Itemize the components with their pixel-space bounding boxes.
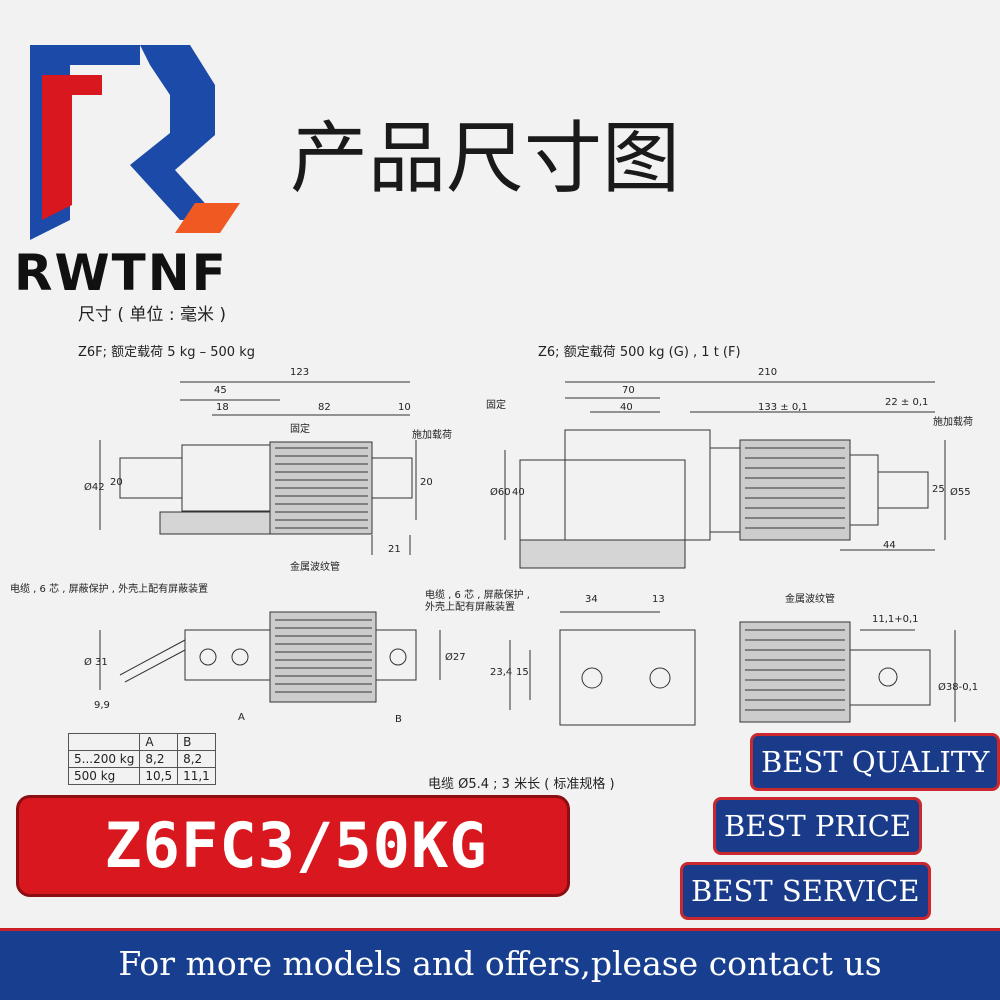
dim-210: 210 <box>758 367 777 378</box>
dim-23-4: 23,4 <box>490 667 512 678</box>
dim-70: 70 <box>622 385 635 396</box>
dim-10: 10 <box>398 402 411 413</box>
label-cable-right-2: 外壳上配有屏蔽装置 <box>425 600 515 613</box>
logo-orange-shape <box>175 203 240 233</box>
table-cell: 8,2 <box>139 750 179 768</box>
dim-d38: Ø38-0,1 <box>938 681 978 693</box>
dim-45: 45 <box>214 385 227 396</box>
dim-9-9: 9,9 <box>94 700 110 711</box>
badge-best-service: BEST SERVICE <box>680 862 931 920</box>
table-row: 500 kg 10,5 11,1 <box>67 767 216 785</box>
unit-label: 尺寸 ( 单位 : 毫米 ) <box>78 305 227 325</box>
label-apply-load-left: 施加载荷 <box>412 428 452 441</box>
table-row: 5...200 kg 8,2 8,2 <box>67 750 216 768</box>
dimension-drawing: Z6F; 额定载荷 5 kg – 500 kg 123 45 18 82 10 … <box>10 345 978 792</box>
dim-d60: Ø60 <box>490 486 511 498</box>
model-name: Z6FC3/50KG <box>104 809 488 882</box>
label-bellows-right: 金属波纹管 <box>785 592 835 605</box>
dim-20b: 20 <box>420 477 433 488</box>
table-cell: 11,1 <box>177 767 216 785</box>
dim-d27: Ø27 <box>445 651 466 663</box>
table-cell <box>67 733 141 751</box>
dim-15: 15 <box>516 667 529 678</box>
dimension-table: A B 5...200 kg 8,2 8,2 500 kg 10,5 11,1 <box>67 733 216 785</box>
brand-name: RWTNF <box>14 244 228 302</box>
left-caption: Z6F; 额定载荷 5 kg – 500 kg <box>78 345 255 360</box>
footer-contact-text: For more models and offers,please contac… <box>118 944 882 983</box>
label-fixed-left: 固定 <box>290 422 310 435</box>
dim-40v: 40 <box>512 487 525 498</box>
dim-44: 44 <box>883 540 896 551</box>
dim-A: A <box>238 712 245 723</box>
footer-bar <box>0 928 1000 1000</box>
badge-best-quality: BEST QUALITY <box>750 733 1000 791</box>
table-row: A B <box>67 733 216 751</box>
label-cable-note: 电缆 Ø5.4 ; 3 米长 ( 标准规格 ) <box>428 776 615 792</box>
label-fixed-right: 固定 <box>486 398 506 411</box>
dim-25: 25 <box>932 484 945 495</box>
logo-blue-curve <box>130 45 220 220</box>
dim-21: 21 <box>388 544 401 555</box>
dim-B: B <box>395 714 402 725</box>
dim-20a: 20 <box>110 477 123 488</box>
dim-d31: Ø 31 <box>84 656 108 668</box>
table-cell: B <box>177 733 216 751</box>
label-apply-load-right: 施加载荷 <box>933 415 973 428</box>
dim-133: 133 ± 0,1 <box>758 402 808 413</box>
model-banner <box>16 795 570 897</box>
label-cable-right: 电缆 , 6 芯 , 屏蔽保护 , <box>425 588 530 601</box>
dim-82: 82 <box>318 402 331 413</box>
badge-best-price: BEST PRICE <box>713 797 923 855</box>
table-cell: 5...200 kg <box>67 750 141 768</box>
dim-13: 13 <box>652 594 665 605</box>
dim-d42: Ø42 <box>84 481 105 493</box>
label-cable-left: 电缆 , 6 芯 , 屏蔽保护 , 外壳上配有屏蔽装置 <box>10 582 208 595</box>
dim-40: 40 <box>620 402 633 413</box>
page-title: 产品尺寸图 <box>290 114 681 204</box>
table-cell: 8,2 <box>177 750 216 768</box>
table-cell: 500 kg <box>67 767 141 785</box>
dim-18: 18 <box>216 402 229 413</box>
table-cell: A <box>139 733 179 751</box>
dim-d55: Ø55 <box>950 486 971 498</box>
table-cell: 10,5 <box>139 767 179 785</box>
label-bellows-left: 金属波纹管 <box>290 560 340 573</box>
logo-red-shape <box>42 75 102 220</box>
dim-22: 22 ± 0,1 <box>885 397 928 408</box>
dim-34: 34 <box>585 594 598 605</box>
dim-123: 123 <box>290 367 309 378</box>
dim-11-1: 11,1+0,1 <box>872 614 919 625</box>
brand-logo-icon <box>30 45 240 240</box>
right-caption: Z6; 额定载荷 500 kg (G) , 1 t (F) <box>538 345 741 360</box>
